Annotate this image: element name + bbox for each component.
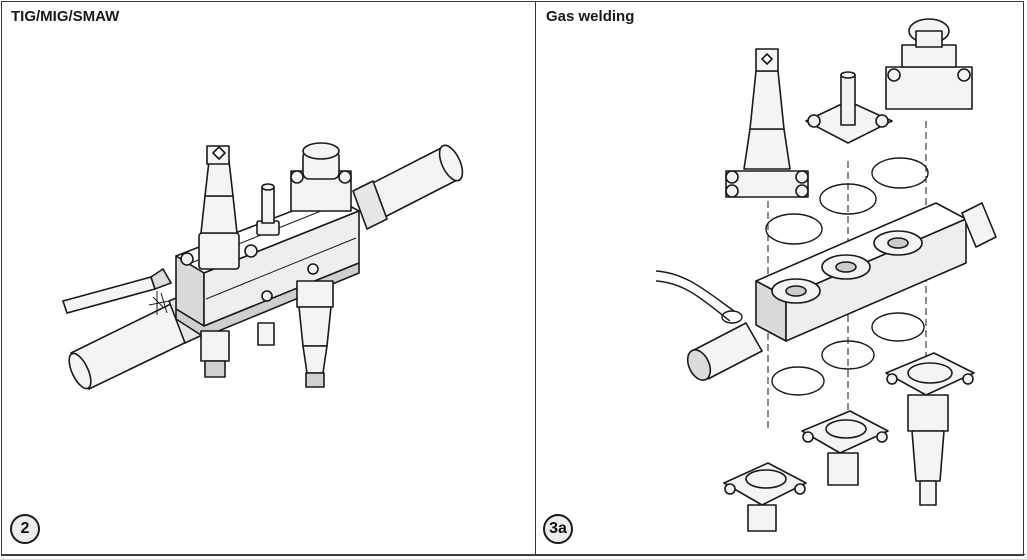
top-right-cap bbox=[290, 142, 352, 212]
top-left-valve bbox=[180, 145, 258, 270]
upper-gaskets bbox=[765, 157, 929, 245]
figure-number-badge: 3a bbox=[543, 514, 573, 544]
bottom-right-cone bbox=[257, 280, 334, 388]
top-right-cap bbox=[885, 18, 973, 110]
panel-tig-mig-smaw: TIG/MIG/SMAW bbox=[1, 1, 536, 556]
welding-torch bbox=[61, 267, 173, 315]
top-middle-stem bbox=[256, 183, 280, 236]
lower-gaskets bbox=[771, 312, 925, 396]
bottom-left-plug bbox=[200, 330, 230, 378]
top-middle-stem bbox=[805, 71, 893, 144]
gas-torch bbox=[655, 270, 743, 324]
panel-title: Gas welding bbox=[546, 8, 635, 25]
panel-gas-welding: Gas welding bbox=[536, 1, 1025, 556]
figure-number-badge: 2 bbox=[10, 514, 40, 544]
valve-body bbox=[755, 202, 967, 342]
top-left-valve bbox=[725, 48, 809, 198]
right-pipe bbox=[352, 144, 464, 230]
bottom-border bbox=[1, 554, 1025, 555]
panel-title: TIG/MIG/SMAW bbox=[11, 8, 120, 25]
valve-welding-illustration bbox=[61, 142, 464, 390]
bottom-left-valve bbox=[723, 462, 807, 532]
right-stub-pipe bbox=[961, 202, 997, 248]
bottom-right-valve bbox=[885, 352, 975, 506]
left-pipe bbox=[686, 322, 763, 381]
exploded-valve-illustration bbox=[655, 18, 997, 532]
bottom-middle-valve bbox=[801, 410, 889, 486]
